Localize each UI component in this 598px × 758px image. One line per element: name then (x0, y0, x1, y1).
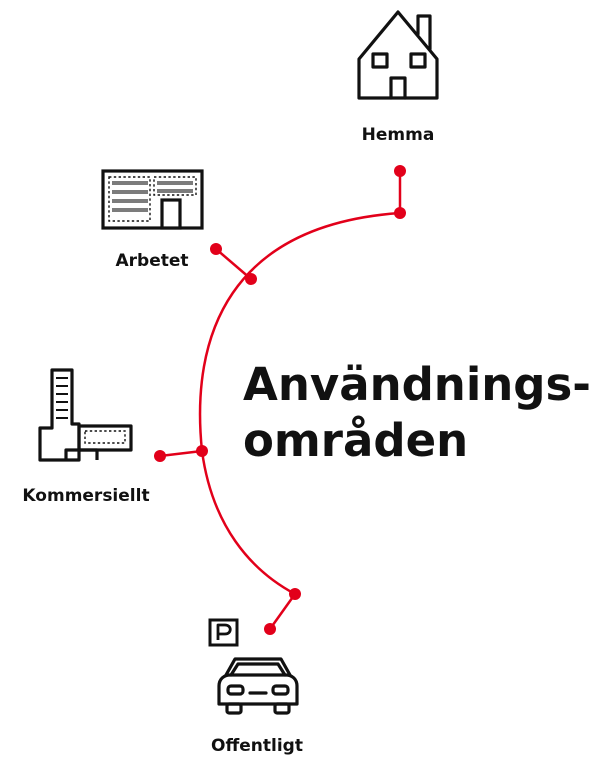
end-dot-public (264, 623, 276, 635)
diagram-title-line-1: Användnings- (243, 358, 591, 411)
end-dot-commercial (154, 450, 166, 462)
car-icon (217, 657, 299, 715)
arc-joint-commercial (196, 445, 208, 457)
parking-car-icon (208, 618, 299, 715)
connection-arc (198, 211, 401, 596)
node-label-commercial: Kommersiellt (22, 486, 150, 506)
industrial-building-icon (38, 368, 133, 462)
end-dot-work (210, 243, 222, 255)
house-icon (357, 10, 439, 100)
branch-public (268, 593, 297, 630)
diagram-title: Användnings- områden (243, 357, 591, 469)
office-building-icon (101, 169, 204, 230)
node-label-public: Offentligt (211, 736, 303, 756)
arc-joint-home (394, 207, 406, 219)
arc-joint-public (289, 588, 301, 600)
branch-commercial (159, 449, 203, 458)
parking-sign-icon (208, 618, 239, 647)
node-label-home: Hemma (361, 125, 435, 145)
node-label-work: Arbetet (115, 251, 189, 271)
branch-work (215, 248, 252, 280)
arc-joint-work (245, 273, 257, 285)
diagram-title-line-2: områden (243, 414, 469, 467)
end-dot-home (394, 165, 406, 177)
